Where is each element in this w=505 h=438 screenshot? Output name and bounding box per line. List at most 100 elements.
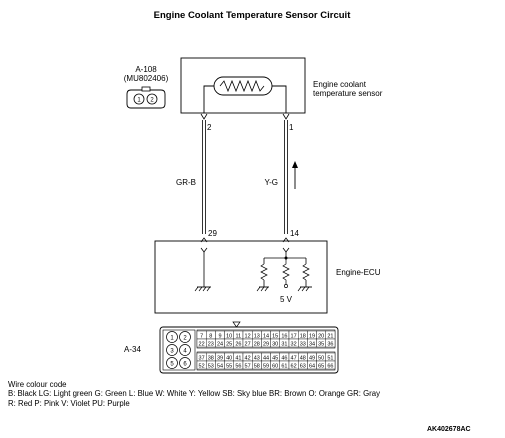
ecu-connector-pin-number: 47 — [291, 355, 297, 361]
ecu-connector-pin-number: 42 — [245, 355, 251, 361]
ecu-connector-pin-number: 62 — [291, 363, 297, 369]
ecu-connector-pin-number: 65 — [318, 363, 324, 369]
ecu-connector-pin-number: 27 — [245, 341, 251, 347]
ecu-connector-pin-number: 22 — [199, 341, 205, 347]
ecu-connector-large-pin — [166, 357, 178, 369]
ecu-connector-pin-number: 18 — [300, 333, 306, 339]
ecu-connector-pin-number: 43 — [254, 355, 260, 361]
wire-colour-line2: R: Red P: Pink V: Violet PU: Purple — [8, 398, 130, 408]
ecu-connector-pin-number: 36 — [327, 341, 333, 347]
ecu-connector-pin-number: 44 — [263, 355, 269, 361]
ecu-connector-pin-number: 20 — [318, 333, 324, 339]
ecu-connector-pin-number: 53 — [208, 363, 214, 369]
ecu-connector-pin-number: 54 — [217, 363, 223, 369]
ecu-connector-pin-number: 30 — [272, 341, 278, 347]
ecu-connector-pin-number: 7 — [200, 333, 203, 339]
ecu-connector-pin-number: 14 — [263, 333, 269, 339]
ecu-connector-pin-cell — [325, 360, 336, 370]
ecu-connector-large-pin — [166, 331, 178, 343]
sensor-connector-part: (MU802406) — [124, 74, 169, 83]
ecu-connector-pin-cell — [325, 338, 336, 348]
ecu-connector-pin-number: 40 — [226, 355, 232, 361]
ecu-connector-pin-label: 1 — [170, 336, 174, 342]
wire-colour-legend: Wire colour code B: Black LG: Light gree… — [8, 380, 380, 408]
diagram-title: Engine Coolant Temperature Sensor Circui… — [154, 10, 352, 21]
ecu-pin14-network — [256, 247, 312, 292]
sensor-label-line2: temperature sensor — [313, 89, 383, 98]
ecu-connector-large-pin — [179, 331, 191, 343]
sensor-connector-id: A-108 — [135, 65, 157, 74]
ecu-connector-pin-number: 61 — [281, 363, 287, 369]
ecu-connector-pin-number: 35 — [318, 341, 324, 347]
ecu-pin-14-label: 14 — [290, 229, 299, 238]
sensor-box — [180, 57, 306, 114]
ecu-connector-pin-number: 39 — [217, 355, 223, 361]
ecu-connector-pin-number: 21 — [327, 333, 333, 339]
sensor-pin2-terminal — [200, 113, 208, 120]
ecu-connector-pin-number: 10 — [226, 333, 232, 339]
ecu-connector-pin-number: 9 — [218, 333, 221, 339]
ecu-supply-voltage: 5 V — [280, 295, 293, 304]
ecu-connector-id: A-34 — [124, 345, 141, 354]
ecu-pin-29-label: 29 — [208, 229, 217, 238]
ecu-connector-pin-number: 32 — [291, 341, 297, 347]
ecu-connector-pin-number: 58 — [254, 363, 260, 369]
ecu-connector-pin-label: 5 — [170, 362, 174, 368]
wire-y-g — [284, 120, 288, 234]
ecu-connector-pin-number: 29 — [263, 341, 269, 347]
ecu-connector-pin-label: 4 — [183, 349, 187, 355]
ecu-connector-pin-number: 31 — [281, 341, 287, 347]
ecu-box — [154, 240, 328, 314]
ecu-connector-pin-number: 50 — [318, 355, 324, 361]
signal-direction-arrow — [292, 161, 298, 189]
wire-gr-b — [202, 120, 206, 234]
ecu-connector-pin-number: 60 — [272, 363, 278, 369]
ecu-connector-pin-number: 64 — [309, 363, 315, 369]
ecu-connector-pin-number: 28 — [254, 341, 260, 347]
ecu-connector-pin-label: 2 — [183, 336, 187, 342]
ecu-connector-pin-number: 13 — [254, 333, 260, 339]
ecu-connector-large-pin — [179, 357, 191, 369]
ecu-connector-pin-number: 23 — [208, 341, 214, 347]
ecu-connector-pin-number: 24 — [217, 341, 223, 347]
sensor-pin-2-label: 2 — [207, 123, 212, 132]
ecu-connector-pin-number: 15 — [272, 333, 278, 339]
figure-id: AK402678AC — [427, 426, 471, 433]
ecu-connector-large-pin — [179, 344, 191, 356]
ecu-label: Engine-ECU — [336, 268, 381, 277]
sensor-connector-pin-1: 1 — [137, 98, 141, 104]
ecu-connector-pin-number: 51 — [327, 355, 333, 361]
ecu-connector-pin-number: 45 — [272, 355, 278, 361]
ecu-connector-pin-number: 38 — [208, 355, 214, 361]
ecu-connector-pin-number: 46 — [281, 355, 287, 361]
ecu-connector-pin-number: 25 — [226, 341, 232, 347]
ecu-connector-pin-number: 37 — [199, 355, 205, 361]
wire-color-y-g: Y-G — [265, 178, 279, 187]
ecu-connector-pin-number: 66 — [327, 363, 333, 369]
ecu-connector-pin-label: 6 — [183, 362, 187, 368]
ecu-connector-large-pin — [166, 344, 178, 356]
ecu-connector-pin-number: 57 — [245, 363, 251, 369]
sensor-connector-pin-2: 2 — [150, 98, 154, 104]
wire-colour-line1: B: Black LG: Light green G: Green L: Blu… — [8, 389, 380, 399]
sensor-label-line1: Engine coolant — [313, 80, 367, 89]
ecu-connector-pin-number: 33 — [300, 341, 306, 347]
ecu-connector-pin-number: 19 — [309, 333, 315, 339]
ecu-connector-pin-number: 26 — [235, 341, 241, 347]
ecu-connector-pin-number: 59 — [263, 363, 269, 369]
wire-color-gr-b: GR-B — [176, 178, 196, 187]
ecu-connector-pin-number: 48 — [300, 355, 306, 361]
ecu-connector-pin-number: 55 — [226, 363, 232, 369]
ecu-connector-pin-number: 8 — [209, 333, 212, 339]
ecu-connector-pin-number: 34 — [309, 341, 315, 347]
sensor-connector-icon: 1 2 — [126, 86, 166, 109]
sensor-pin-1-label: 1 — [289, 123, 294, 132]
ecu-connector-pin-number: 49 — [309, 355, 315, 361]
ecu-connector-pin-number: 11 — [236, 333, 242, 339]
thermistor-symbol — [203, 76, 287, 113]
ecu-connector-pin-number: 17 — [291, 333, 297, 339]
